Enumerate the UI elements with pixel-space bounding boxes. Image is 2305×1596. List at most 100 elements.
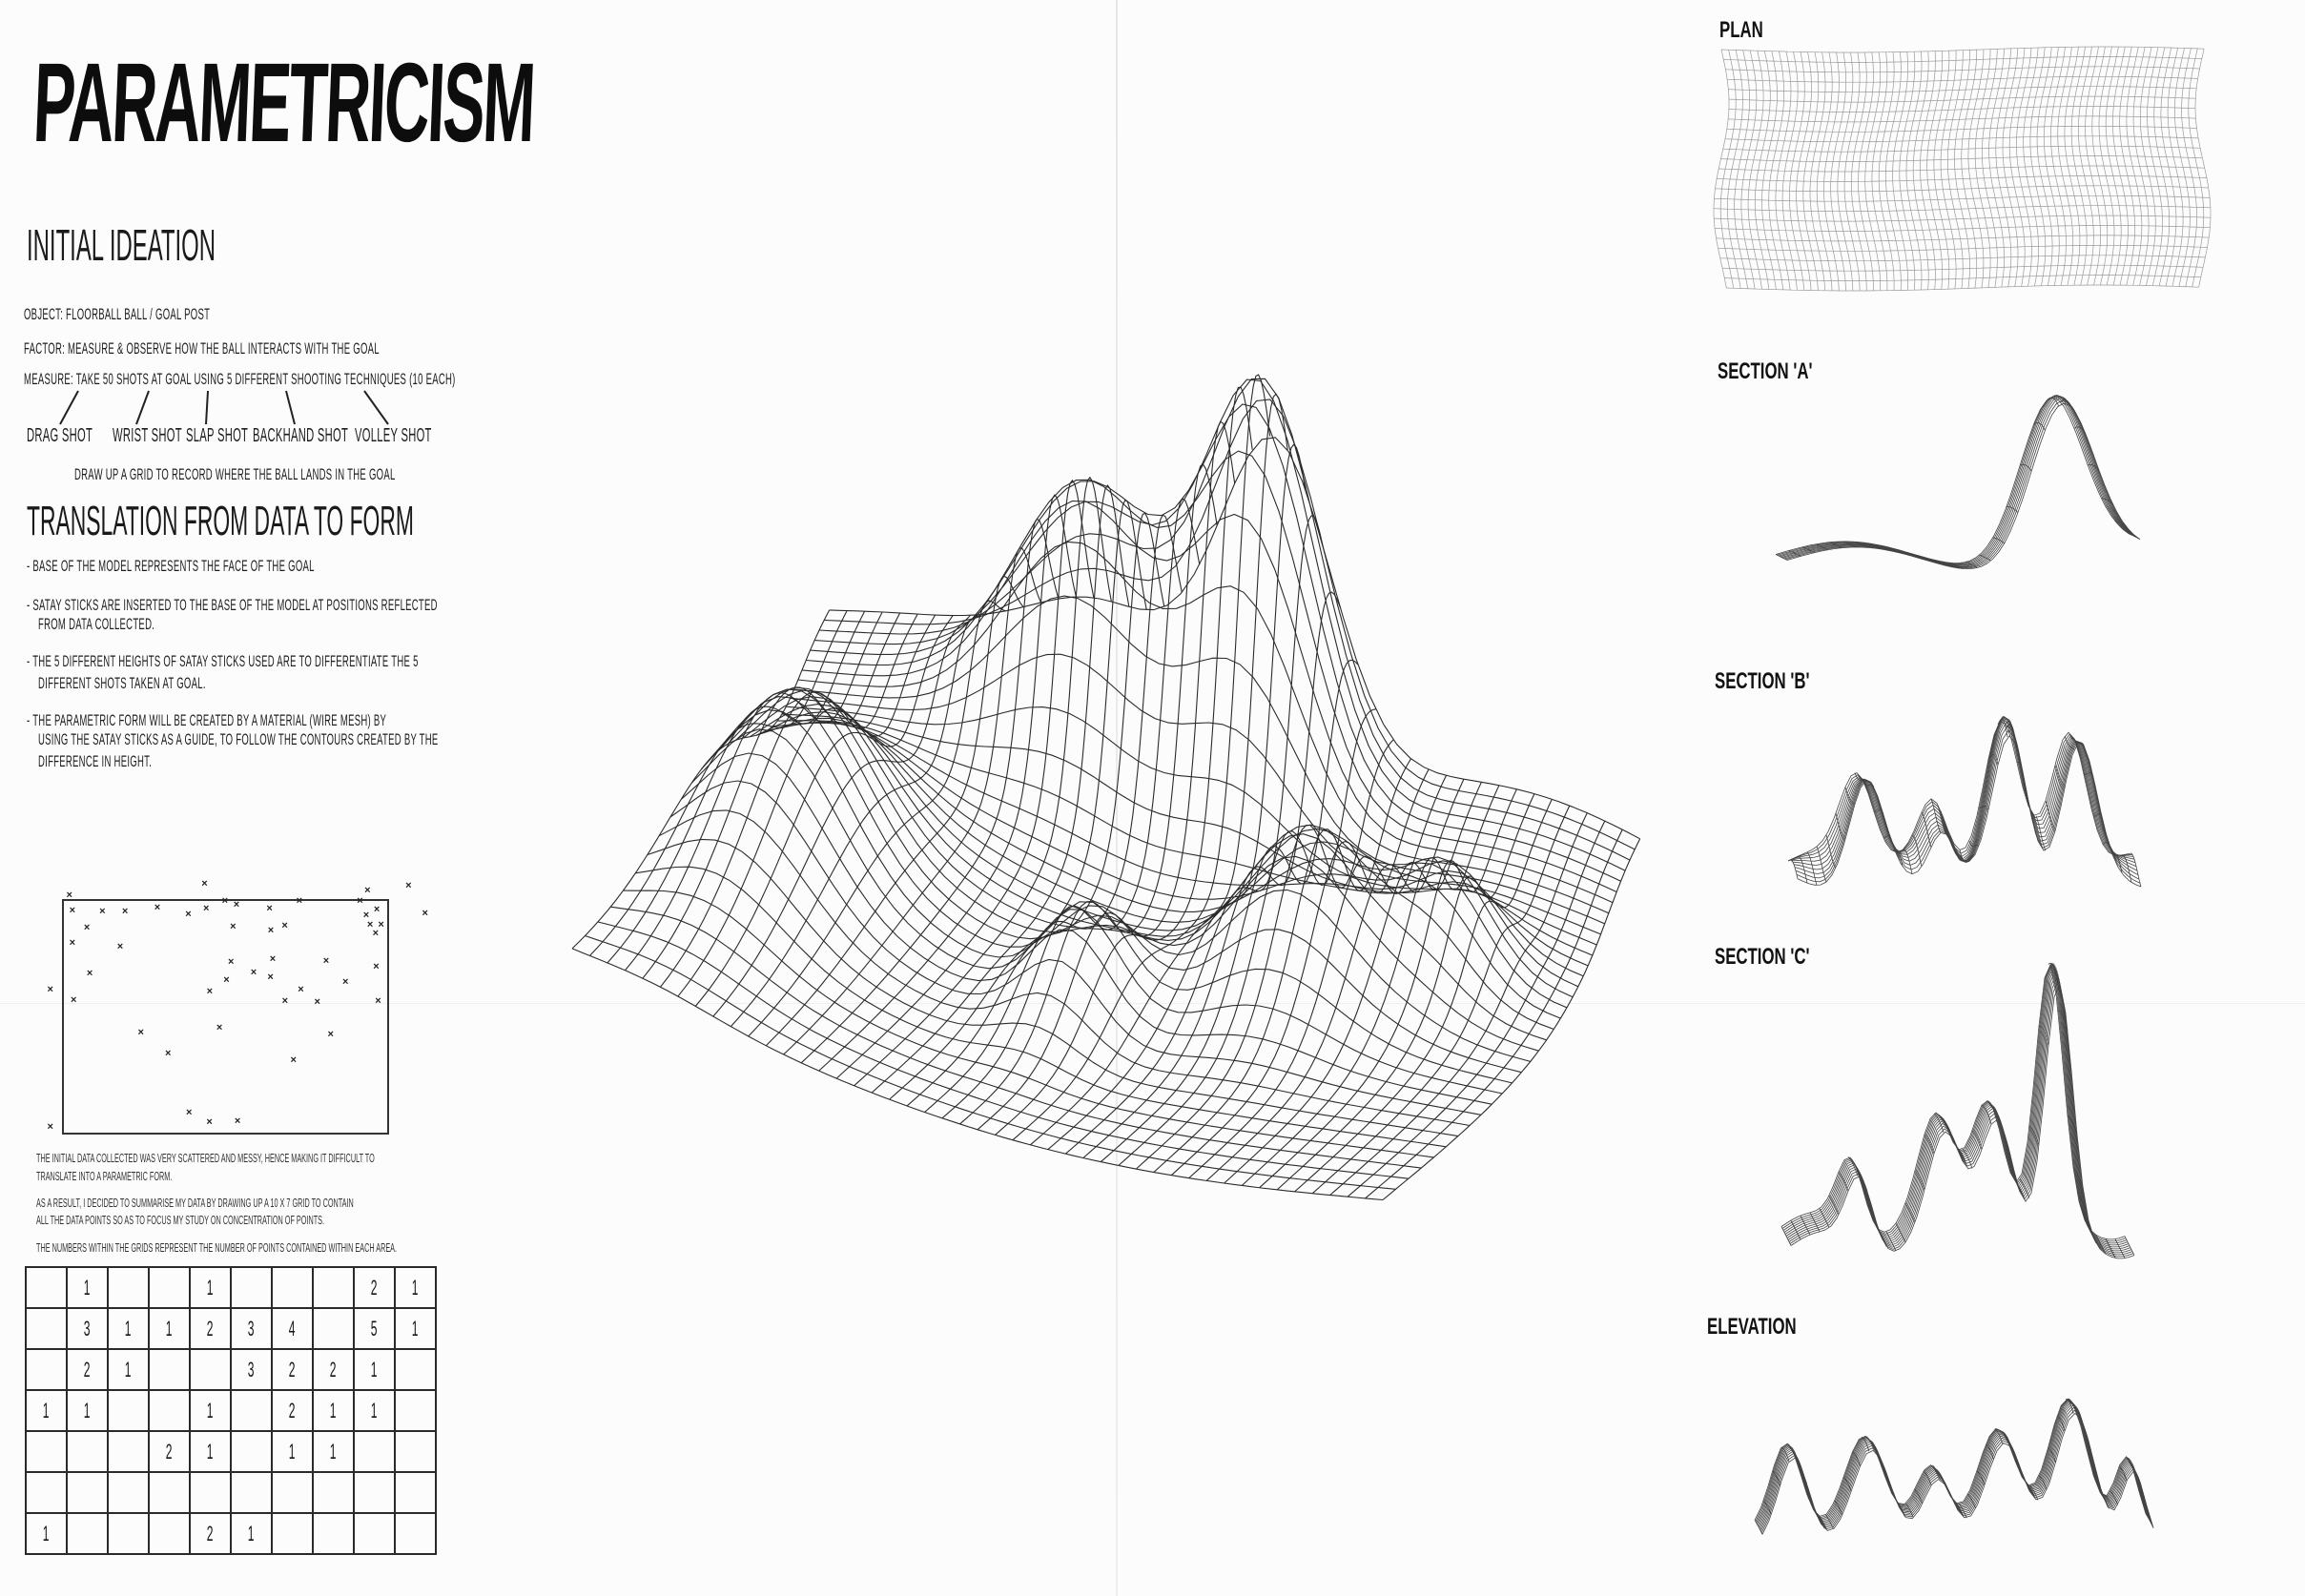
shot-point-marker: × <box>221 895 229 908</box>
mesh-line <box>728 686 1539 1052</box>
grid-cell: 2 <box>353 1266 396 1309</box>
mesh-line <box>1722 264 2204 272</box>
shot-point-marker: × <box>266 902 273 914</box>
mesh-line <box>1778 395 2132 565</box>
grid-cell <box>148 1471 191 1514</box>
shot-point-marker: × <box>206 1116 213 1129</box>
grid-cell: 1 <box>189 1389 232 1432</box>
mesh-line <box>1717 175 2207 182</box>
mesh-line <box>1754 1398 2147 1521</box>
mesh-line <box>1930 798 1942 833</box>
mesh-line <box>1725 66 2200 73</box>
mesh-line <box>772 722 1584 977</box>
mesh-line <box>777 720 1589 967</box>
mesh-line <box>597 921 1410 1179</box>
grid-cell: 1 <box>148 1307 191 1350</box>
section-a-mesh <box>1775 394 2141 570</box>
shot-point-marker: × <box>281 994 289 1007</box>
grid-cell <box>66 1512 109 1555</box>
mesh-line <box>1962 1149 1973 1169</box>
grid-cell: 1 <box>271 1430 314 1473</box>
grid-cell <box>312 1266 355 1309</box>
grid-cell: 2 <box>271 1348 314 1391</box>
mesh-line <box>829 437 1640 840</box>
mesh-line <box>1788 973 2133 1256</box>
shot-point-marker: × <box>86 967 93 979</box>
shot-point-marker: × <box>69 937 76 950</box>
shot-point-marker: × <box>185 1106 193 1118</box>
mesh-line <box>889 499 1147 1100</box>
bullet-4-cont2: DIFFERENCE IN HEIGHT. <box>38 752 153 770</box>
shot-point-marker: × <box>223 974 230 987</box>
paper-fold-line <box>1116 0 1118 1596</box>
mesh-line <box>767 721 1579 988</box>
grid-cell <box>25 1307 68 1350</box>
grid-cell <box>394 1389 437 1432</box>
mesh-line <box>810 403 1621 882</box>
mesh-line <box>1728 106 2196 113</box>
shot-point-marker: × <box>216 1021 223 1033</box>
grid-cell: 2 <box>148 1430 191 1473</box>
mesh-line <box>1382 838 1641 1200</box>
mesh-line <box>906 512 1165 1107</box>
shot-point-marker: × <box>66 889 72 901</box>
elevation-mesh <box>1754 1398 2154 1535</box>
mesh-line <box>1782 396 2136 567</box>
grid-cell: 1 <box>312 1389 355 1432</box>
grid-cell: 5 <box>353 1307 396 1350</box>
grid-cell: 1 <box>66 1266 109 1309</box>
shot-point-marker: × <box>201 877 208 890</box>
grid-cell <box>271 1471 314 1514</box>
grid-cell <box>189 1471 232 1514</box>
grid-cell: 2 <box>66 1348 109 1391</box>
shot-point-marker: × <box>290 1054 297 1067</box>
grid-cell <box>25 1266 68 1309</box>
grid-cell <box>271 1512 314 1555</box>
grid-cell <box>107 1471 150 1514</box>
grid-cell: 1 <box>189 1266 232 1309</box>
grid-cell: 1 <box>353 1389 396 1432</box>
grid-cell <box>25 1471 68 1514</box>
grid-cell <box>394 1430 437 1473</box>
shot-point-marker: × <box>250 967 257 979</box>
mesh-line <box>793 595 1605 925</box>
grid-cell <box>148 1512 191 1555</box>
note-2-cont: ALL THE DATA POINTS SO AS TO FOCUS MY ST… <box>36 1213 325 1227</box>
mesh-line <box>1787 970 2132 1254</box>
mesh-line <box>680 752 1492 1105</box>
mesh-line <box>690 728 1503 1095</box>
grid-cell <box>312 1471 355 1514</box>
grid-cell <box>394 1512 437 1555</box>
mesh-line <box>1728 95 2196 103</box>
grid-cell <box>107 1266 150 1309</box>
mesh-line <box>669 780 1481 1115</box>
mesh-line <box>658 809 1471 1127</box>
mesh-line <box>1714 215 2212 222</box>
grid-cell: 2 <box>271 1389 314 1432</box>
mesh-line <box>635 866 1447 1148</box>
mesh-line <box>1787 721 2132 862</box>
shot-point-marker: × <box>269 953 277 966</box>
bullet-4: - THE PARAMETRIC FORM WILL BE CREATED BY… <box>27 711 387 729</box>
mesh-line <box>1780 394 2133 566</box>
mesh-line <box>959 463 1218 1125</box>
grid-cell <box>148 1348 191 1391</box>
mesh-line <box>1755 1398 2148 1522</box>
mesh-line <box>1780 395 2135 566</box>
mesh-line <box>1722 145 2201 153</box>
grid-cell <box>25 1348 68 1391</box>
grid-cell <box>66 1471 109 1514</box>
grid-cell <box>394 1471 437 1514</box>
section-c-label: SECTION 'C' <box>1715 944 1810 970</box>
mesh-line <box>1716 235 2210 242</box>
shot-point-marker: × <box>322 955 330 968</box>
mesh-line <box>1118 708 1376 1166</box>
shot-point-marker: × <box>422 908 428 920</box>
shot-point-marker: × <box>372 928 379 940</box>
mesh-line <box>748 600 1006 1037</box>
mesh-line <box>1796 729 2141 884</box>
